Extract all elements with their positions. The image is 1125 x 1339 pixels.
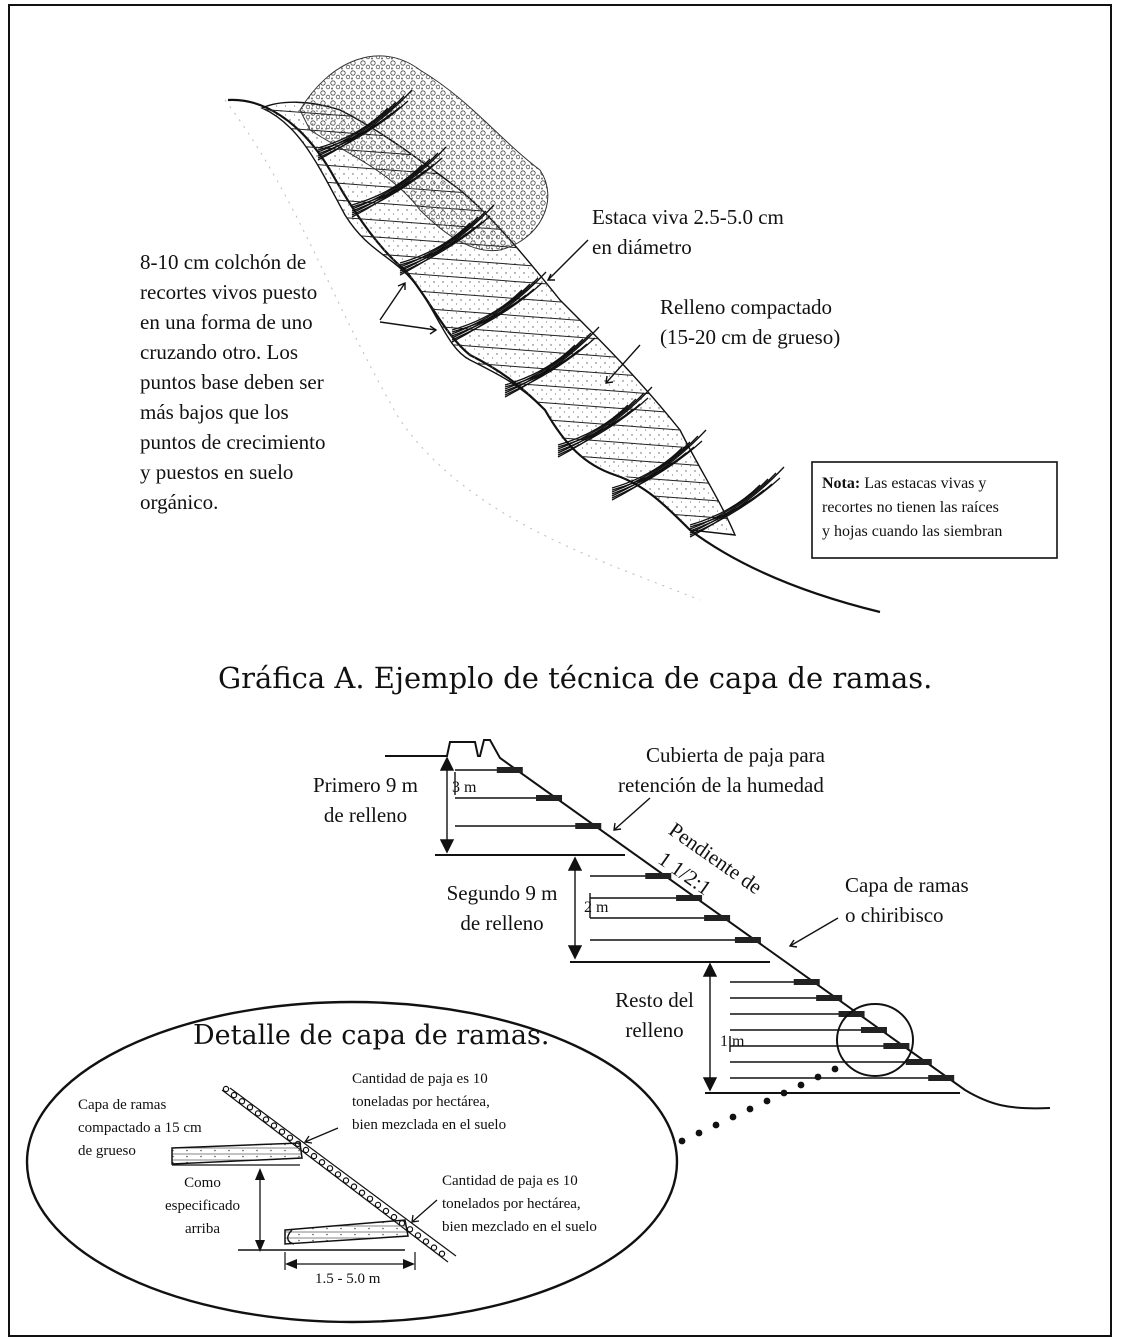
brush-pad [734, 937, 761, 943]
spacing-1m: 1 m [720, 1033, 745, 1050]
live-stake-bundle [451, 271, 547, 343]
fill-hatch-line [262, 531, 735, 535]
straw-mulch-mark [326, 1165, 334, 1172]
straw-mulch-mark [414, 1232, 422, 1239]
straw-mulch-mark [438, 1250, 446, 1257]
brush-pad [928, 1075, 955, 1081]
straw-mulch-mark [318, 1158, 326, 1166]
backfill-label: Relleno compactado(15-20 cm de grueso) [660, 295, 841, 349]
brush-pad [676, 895, 703, 901]
note-box [811, 461, 1058, 559]
note-text: Nota: Las estacas vivas y recortes no ti… [822, 475, 1003, 540]
live-stake-bundle [611, 429, 707, 501]
straw-mulch-mark [278, 1128, 286, 1135]
connector-dot [814, 1073, 822, 1081]
straw-mulch-mark [350, 1183, 358, 1190]
detail-connector-dots [678, 1065, 839, 1145]
straw-mulch-mark [422, 1238, 430, 1245]
straw-mulch-mark [382, 1207, 390, 1215]
figure-b-dimension-arrows [439, 756, 731, 1092]
connector-dot [712, 1121, 720, 1129]
brush-pad [536, 795, 563, 801]
detail-drawing [171, 1085, 457, 1270]
brush-pad [704, 915, 731, 921]
straw-mulch-mark [262, 1116, 270, 1123]
brush-pad [905, 1059, 932, 1065]
figure-a-brush-layers [317, 89, 785, 538]
straw-mulch-mark [238, 1097, 246, 1105]
straw-mulch-mark [246, 1104, 254, 1111]
brush-pad [645, 873, 672, 879]
straw-mulch-mark [286, 1134, 294, 1142]
brush-pad [816, 995, 843, 1001]
live-stake-bundle [557, 386, 653, 458]
detail-title: Detalle de capa de ramas. [193, 1020, 550, 1051]
brush-pad [793, 979, 820, 985]
live-stake-bundle [689, 466, 785, 538]
figure-a-caption: Gráfica A. Ejemplo de técnica de capa de… [218, 661, 933, 695]
figure-b-fill-profile [385, 739, 1051, 1110]
straw-mulch-mark [230, 1091, 238, 1099]
straw-mulch-mark [310, 1152, 318, 1160]
figure-border [8, 4, 1112, 1337]
detail-callout-circle [836, 1003, 914, 1077]
live-stake-bundle [399, 204, 495, 276]
figure-b-compacted-layers [455, 769, 931, 1079]
figure-a-leader-lines [379, 239, 641, 384]
connector-dot [797, 1081, 805, 1089]
fill-hatch-line [230, 583, 760, 623]
straw-mulch-mark [254, 1110, 262, 1117]
figure-b-leader-lines [613, 797, 839, 948]
fill-hatch-line [230, 549, 760, 589]
live-stake-bundle [317, 89, 413, 161]
brush-pad [883, 1043, 910, 1049]
straw-mulch-mark [358, 1189, 366, 1196]
straw-mulch-mark [366, 1195, 374, 1203]
straw-mulch-mark [374, 1201, 382, 1209]
detail-slope-line [229, 1087, 457, 1257]
detail-ellipse [25, 1000, 679, 1324]
straw-mulch-mark [430, 1244, 438, 1251]
connector-dot [678, 1137, 686, 1145]
connector-dot [746, 1105, 754, 1113]
live-stake-bundle [351, 146, 447, 218]
straw-mulch-mark [222, 1085, 230, 1093]
straw-mulch-mark [270, 1122, 278, 1129]
brush-pad [496, 767, 523, 773]
brush-pad [838, 1011, 865, 1017]
brush-pad [860, 1027, 887, 1033]
straw-mulch-mark [334, 1171, 342, 1178]
fill-hatch-line [230, 566, 760, 606]
connector-dot [729, 1113, 737, 1121]
live-stake-bundle [504, 326, 600, 398]
straw-mulch-mark [342, 1177, 350, 1184]
connector-dot [695, 1129, 703, 1137]
figure-b-brush-layers [496, 767, 955, 1081]
connector-dot [780, 1089, 788, 1097]
connector-dot [763, 1097, 771, 1105]
detail-slope-line [221, 1089, 449, 1263]
straw-mulch-mark [406, 1226, 414, 1233]
connector-dot [831, 1065, 839, 1073]
straw-mulch-mark [302, 1146, 310, 1154]
brush-pad [575, 823, 602, 829]
detail-span-label: 1.5 - 5.0 m [315, 1271, 381, 1287]
spacing-2m: 2 m [584, 899, 609, 916]
spacing-3m: 3 m [452, 779, 477, 796]
straw-mulch-mark [390, 1213, 398, 1221]
